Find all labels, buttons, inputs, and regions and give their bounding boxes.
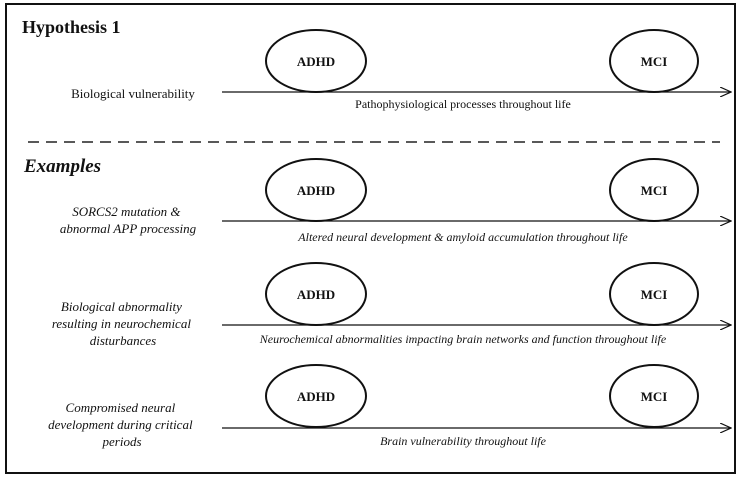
example-3-adhd-label: ADHD <box>297 389 335 404</box>
example-3-mci-label: MCI <box>641 389 668 404</box>
example-2-arrow-label: Neurochemical abnormalities impacting br… <box>259 332 667 346</box>
example-1-adhd-label: ADHD <box>297 183 335 198</box>
example-1-arrow-label: Altered neural development & amyloid acc… <box>297 230 628 244</box>
hypothesis-title: Hypothesis 1 <box>22 17 121 37</box>
hypothesis-adhd-label: ADHD <box>297 54 335 69</box>
example-3-adhd-node <box>265 364 367 428</box>
example-3-left-label-line: Compromised neural <box>66 400 176 415</box>
example-3-arrow-label: Brain vulnerability throughout life <box>380 434 547 448</box>
example-1-left-label-line: SORCS2 mutation & <box>72 204 181 219</box>
hypothesis-mci-label: MCI <box>641 54 668 69</box>
examples-title: Examples <box>23 156 101 177</box>
example-3-left-label-line: periods <box>102 434 142 449</box>
example-2-left-label: Biological abnormality resulting in neur… <box>52 299 194 348</box>
hypothesis-left-label: Biological vulnerability <box>71 86 195 101</box>
example-1-mci-label: MCI <box>641 183 668 198</box>
example-3-left-label: Compromised neural development during cr… <box>48 400 196 449</box>
example-1-left-label-line: abnormal APP processing <box>60 221 197 236</box>
example-1-left-label: SORCS2 mutation & abnormal APP processin… <box>60 204 197 236</box>
example-3-left-label-line: development during critical <box>48 417 193 432</box>
example-2-left-label-line: disturbances <box>90 333 156 348</box>
hypothesis-arrow-label: Pathophysiological processes throughout … <box>355 97 571 111</box>
example-2-adhd-label: ADHD <box>297 287 335 302</box>
example-3-mci-node <box>609 364 699 428</box>
example-2-mci-label: MCI <box>641 287 668 302</box>
example-2-left-label-line: Biological abnormality <box>61 299 182 314</box>
hypothesis-left-label-line: Biological vulnerability <box>71 86 195 101</box>
example-2-left-label-line: resulting in neurochemical <box>52 316 192 331</box>
